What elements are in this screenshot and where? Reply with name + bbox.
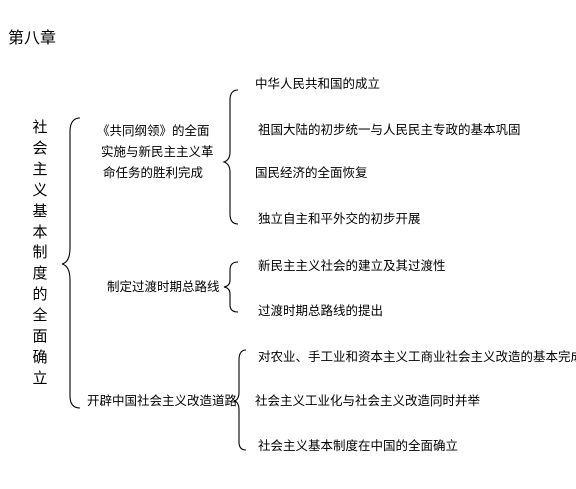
branch-1-item: 中华人民共和国的成立 [255,76,381,91]
branch-1-label: 命任务的胜利完成 [103,165,204,180]
branch-1-label: 实施与新民主主义革 [101,144,214,159]
branch-3-item: 社会主义工业化与社会主义改造同时并举 [255,393,481,408]
branch-1-label: 《共同纲领》的全面 [97,123,210,138]
branch-1-brace [222,89,239,225]
root-brace [61,117,81,409]
branch-2-label: 制定过渡时期总路线 [107,279,220,294]
branch-2-item: 过渡时期总路线的提出 [258,303,384,318]
branch-1-item: 国民经济的全面恢复 [255,165,368,180]
branch-2-brace [223,261,239,313]
branch-1-item: 独立自主和平外交的初步开展 [258,211,421,226]
branch-3-item: 对农业、手工业和资本主义工商业社会主义改造的基本完成 [258,349,576,364]
branch-3-label: 开辟中国社会主义改造道路 [87,393,238,408]
chapter-title: 第八章 [8,28,57,47]
branch-1-item: 祖国大陆的初步统一与人民民主专政的基本巩固 [258,122,521,137]
root-node-vertical-title: 社会主义基本制度的全面确立 [32,118,48,387]
branch-3-item: 社会主义基本制度在中国的全面确立 [258,438,459,453]
branch-2-item: 新民主主义社会的建立及其过渡性 [258,258,446,273]
branch-3-brace [233,349,247,451]
